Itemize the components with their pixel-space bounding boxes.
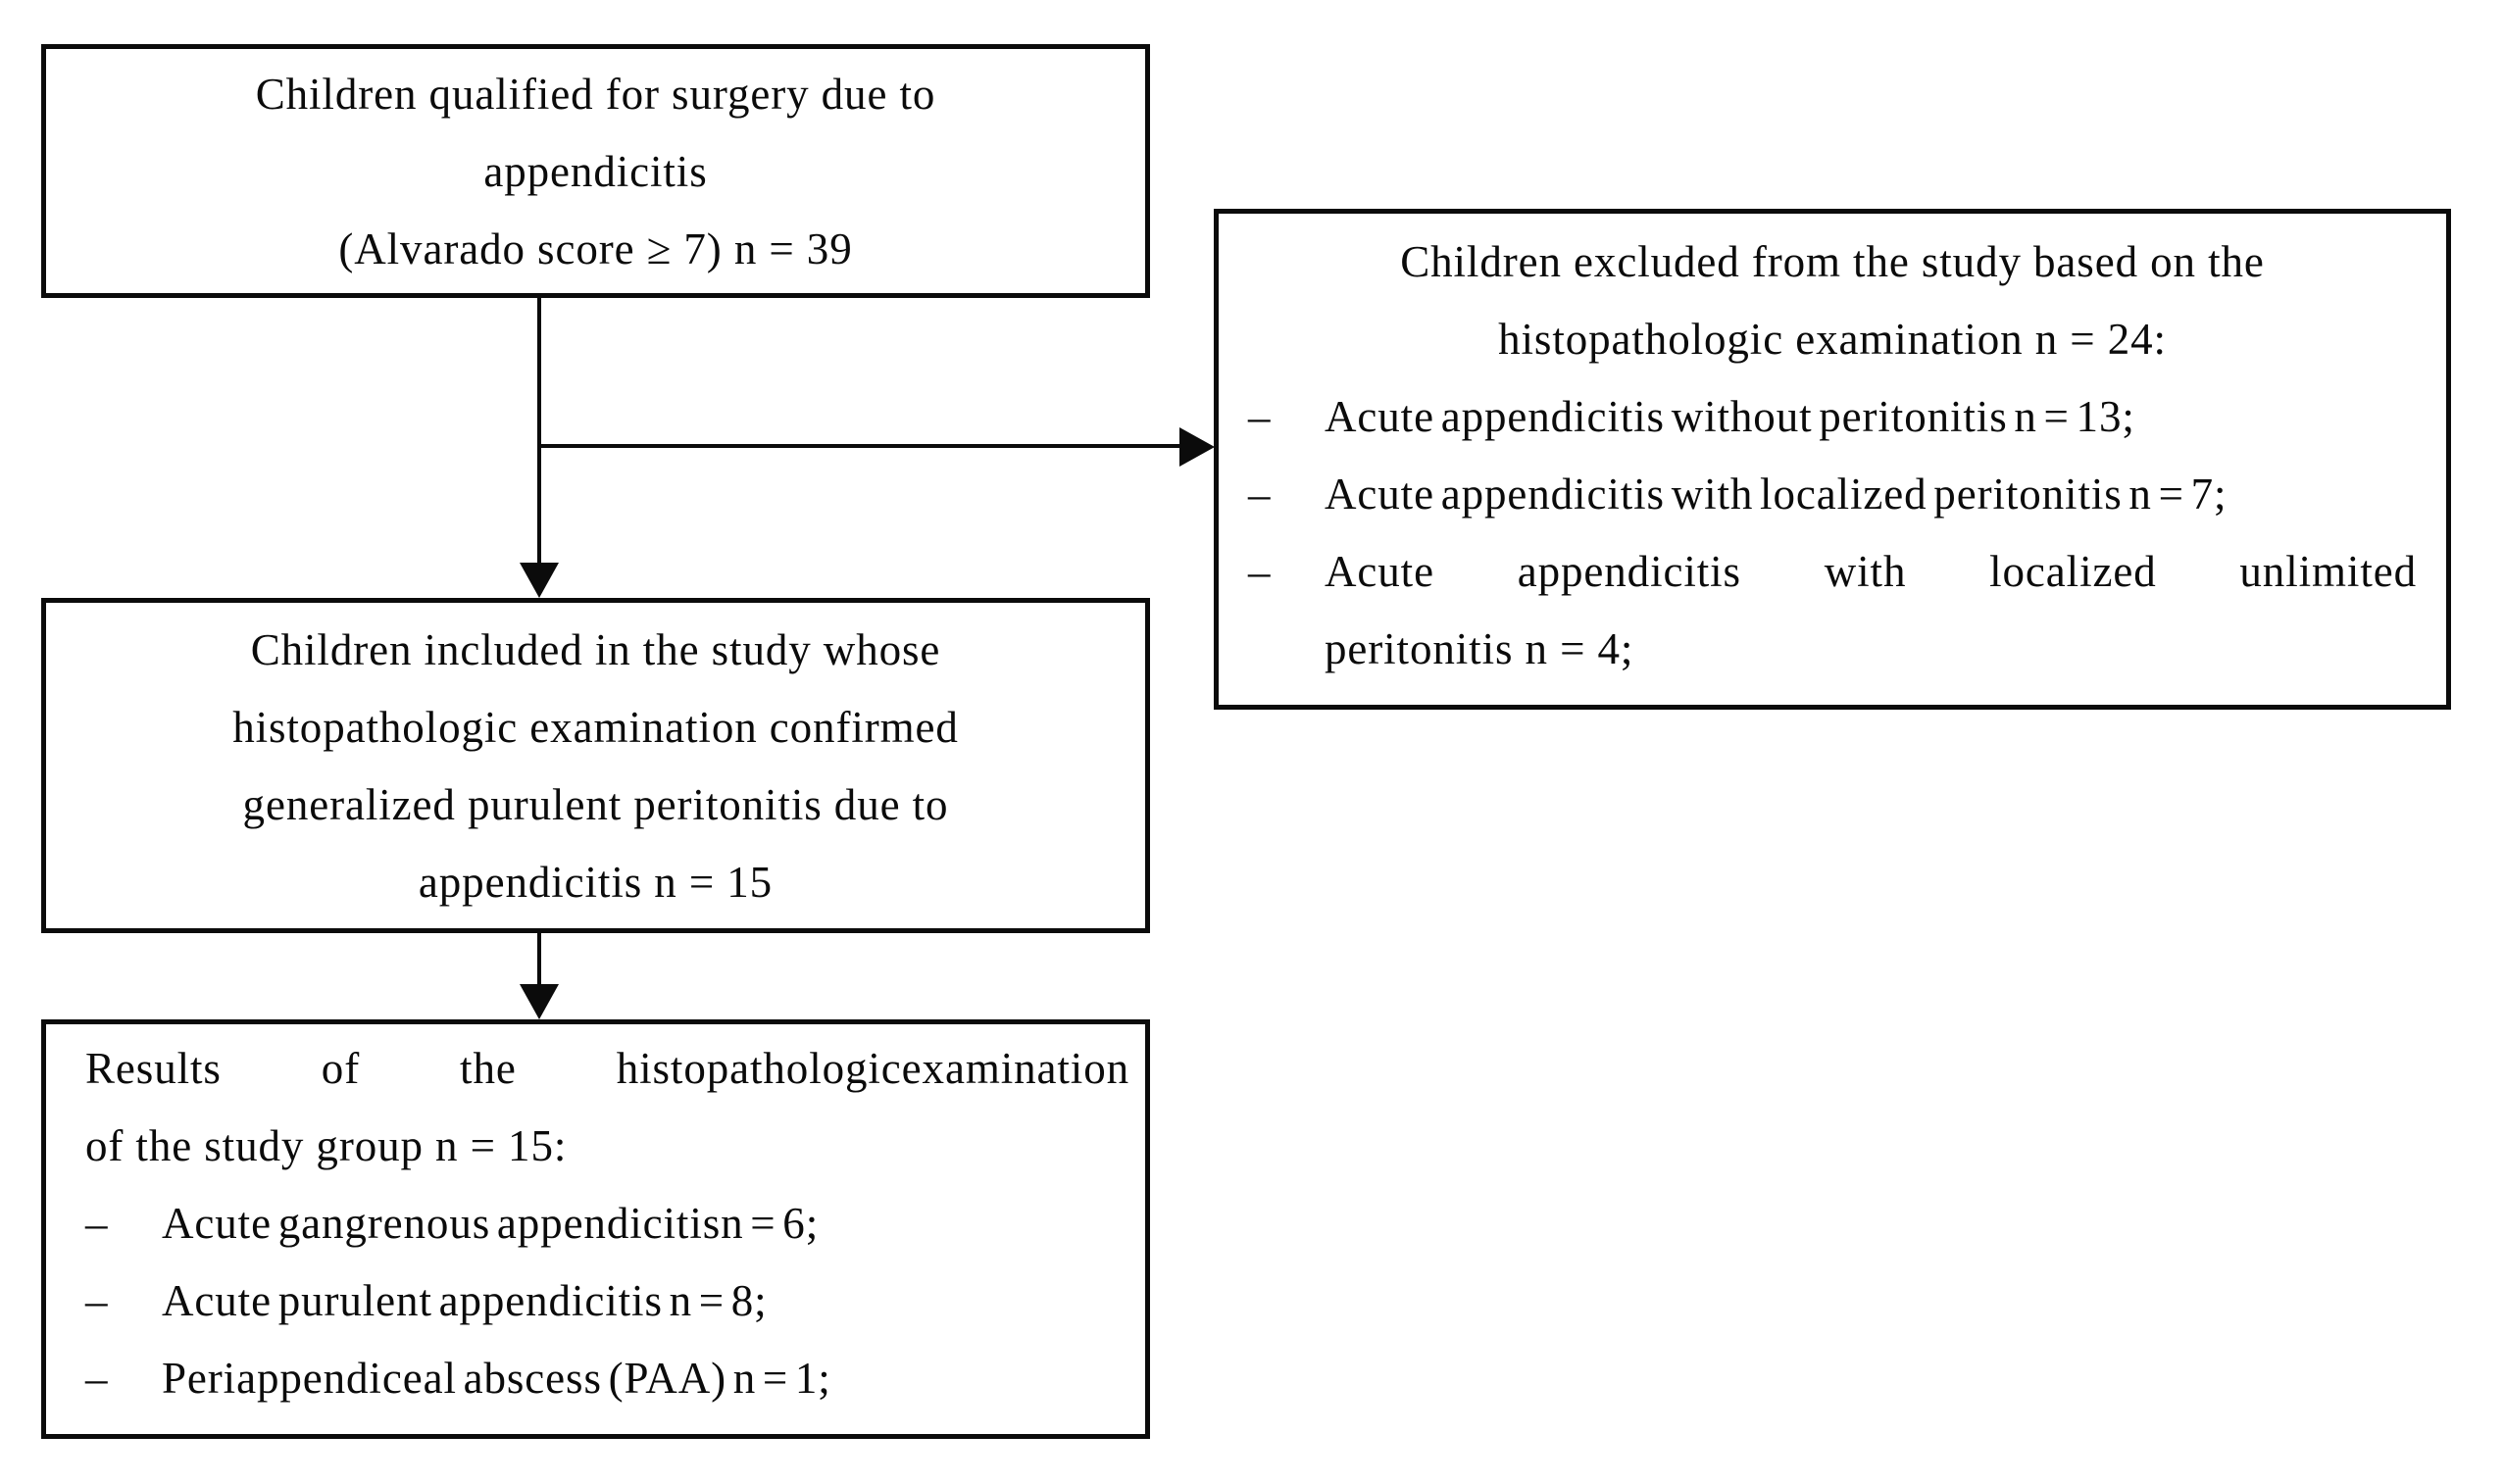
included-line-1: Children included in the study whose bbox=[250, 625, 941, 674]
results-item-3-text: Periappendiceal abscess (PAA) n = 1; bbox=[162, 1354, 831, 1403]
excluded-item-1-text: Acute appendicitis without peritonitis n… bbox=[1325, 392, 2135, 441]
results-item-2: – Acute purulent appendicitis n = 8; bbox=[85, 1262, 1129, 1340]
excluded-item-3-line-2: peritonitis n = 4; bbox=[1325, 624, 1634, 673]
dash-bullet: – bbox=[1248, 392, 1272, 441]
qualified-line-3: (Alvarado score ≥ 7) n = 39 bbox=[338, 224, 853, 273]
dash-bullet: – bbox=[85, 1354, 109, 1403]
arrow-down-icon bbox=[520, 563, 559, 598]
connector-qualified-to-included bbox=[537, 298, 541, 565]
dash-bullet: – bbox=[85, 1276, 109, 1325]
box-children-included: Children included in the study whose his… bbox=[41, 598, 1150, 933]
dash-bullet: – bbox=[85, 1199, 109, 1248]
excluded-item-2: – Acute appendicitis with localized peri… bbox=[1248, 456, 2417, 533]
excluded-item-3: – Acute appendicitis with localized unli… bbox=[1248, 533, 2417, 688]
results-heading-line-2: of the study group n = 15: bbox=[85, 1121, 568, 1170]
connector-included-to-results bbox=[537, 933, 541, 986]
included-line-4: appendicitis n = 15 bbox=[418, 858, 774, 907]
box-children-qualified: Children qualified for surgery due to ap… bbox=[41, 44, 1150, 298]
qualified-line-1: Children qualified for surgery due to bbox=[255, 70, 936, 119]
excluded-item-3-text: Acute appendicitis with localized unlimi… bbox=[1325, 533, 2417, 688]
arrow-right-icon bbox=[1179, 427, 1215, 467]
results-item-1: – Acute gangrenous appendicitisn = 6; bbox=[85, 1185, 1129, 1262]
dash-bullet: – bbox=[1248, 547, 1272, 596]
qualified-line-2: appendicitis bbox=[483, 147, 708, 196]
results-item-1-text: Acute gangrenous appendicitisn = 6; bbox=[162, 1199, 820, 1248]
results-item-3: – Periappendiceal abscess (PAA) n = 1; bbox=[85, 1340, 1129, 1417]
box-histopathologic-results: Results of the histopathologicexaminatio… bbox=[41, 1019, 1150, 1439]
results-item-2-text: Acute purulent appendicitis n = 8; bbox=[162, 1276, 768, 1325]
included-line-3: generalized purulent peritonitis due to bbox=[242, 780, 949, 829]
included-line-2: histopathologic examination confirmed bbox=[232, 703, 959, 752]
excluded-heading-line-1: Children excluded from the study based o… bbox=[1400, 237, 2265, 286]
dash-bullet: – bbox=[1248, 470, 1272, 519]
excluded-item-2-text: Acute appendicitis with localized perito… bbox=[1325, 470, 2228, 519]
arrow-down-icon bbox=[520, 984, 559, 1019]
excluded-heading-line-2: histopathologic examination n = 24: bbox=[1498, 315, 2167, 364]
box-children-excluded: Children excluded from the study based o… bbox=[1214, 209, 2451, 710]
excluded-item-3-line-1: Acute appendicitis with localized unlimi… bbox=[1325, 547, 2417, 596]
excluded-item-1: – Acute appendicitis without peritonitis… bbox=[1248, 378, 2417, 456]
results-heading-line-1: Results of the histopathologicexaminatio… bbox=[85, 1044, 1129, 1093]
connector-branch-to-excluded bbox=[539, 444, 1182, 448]
